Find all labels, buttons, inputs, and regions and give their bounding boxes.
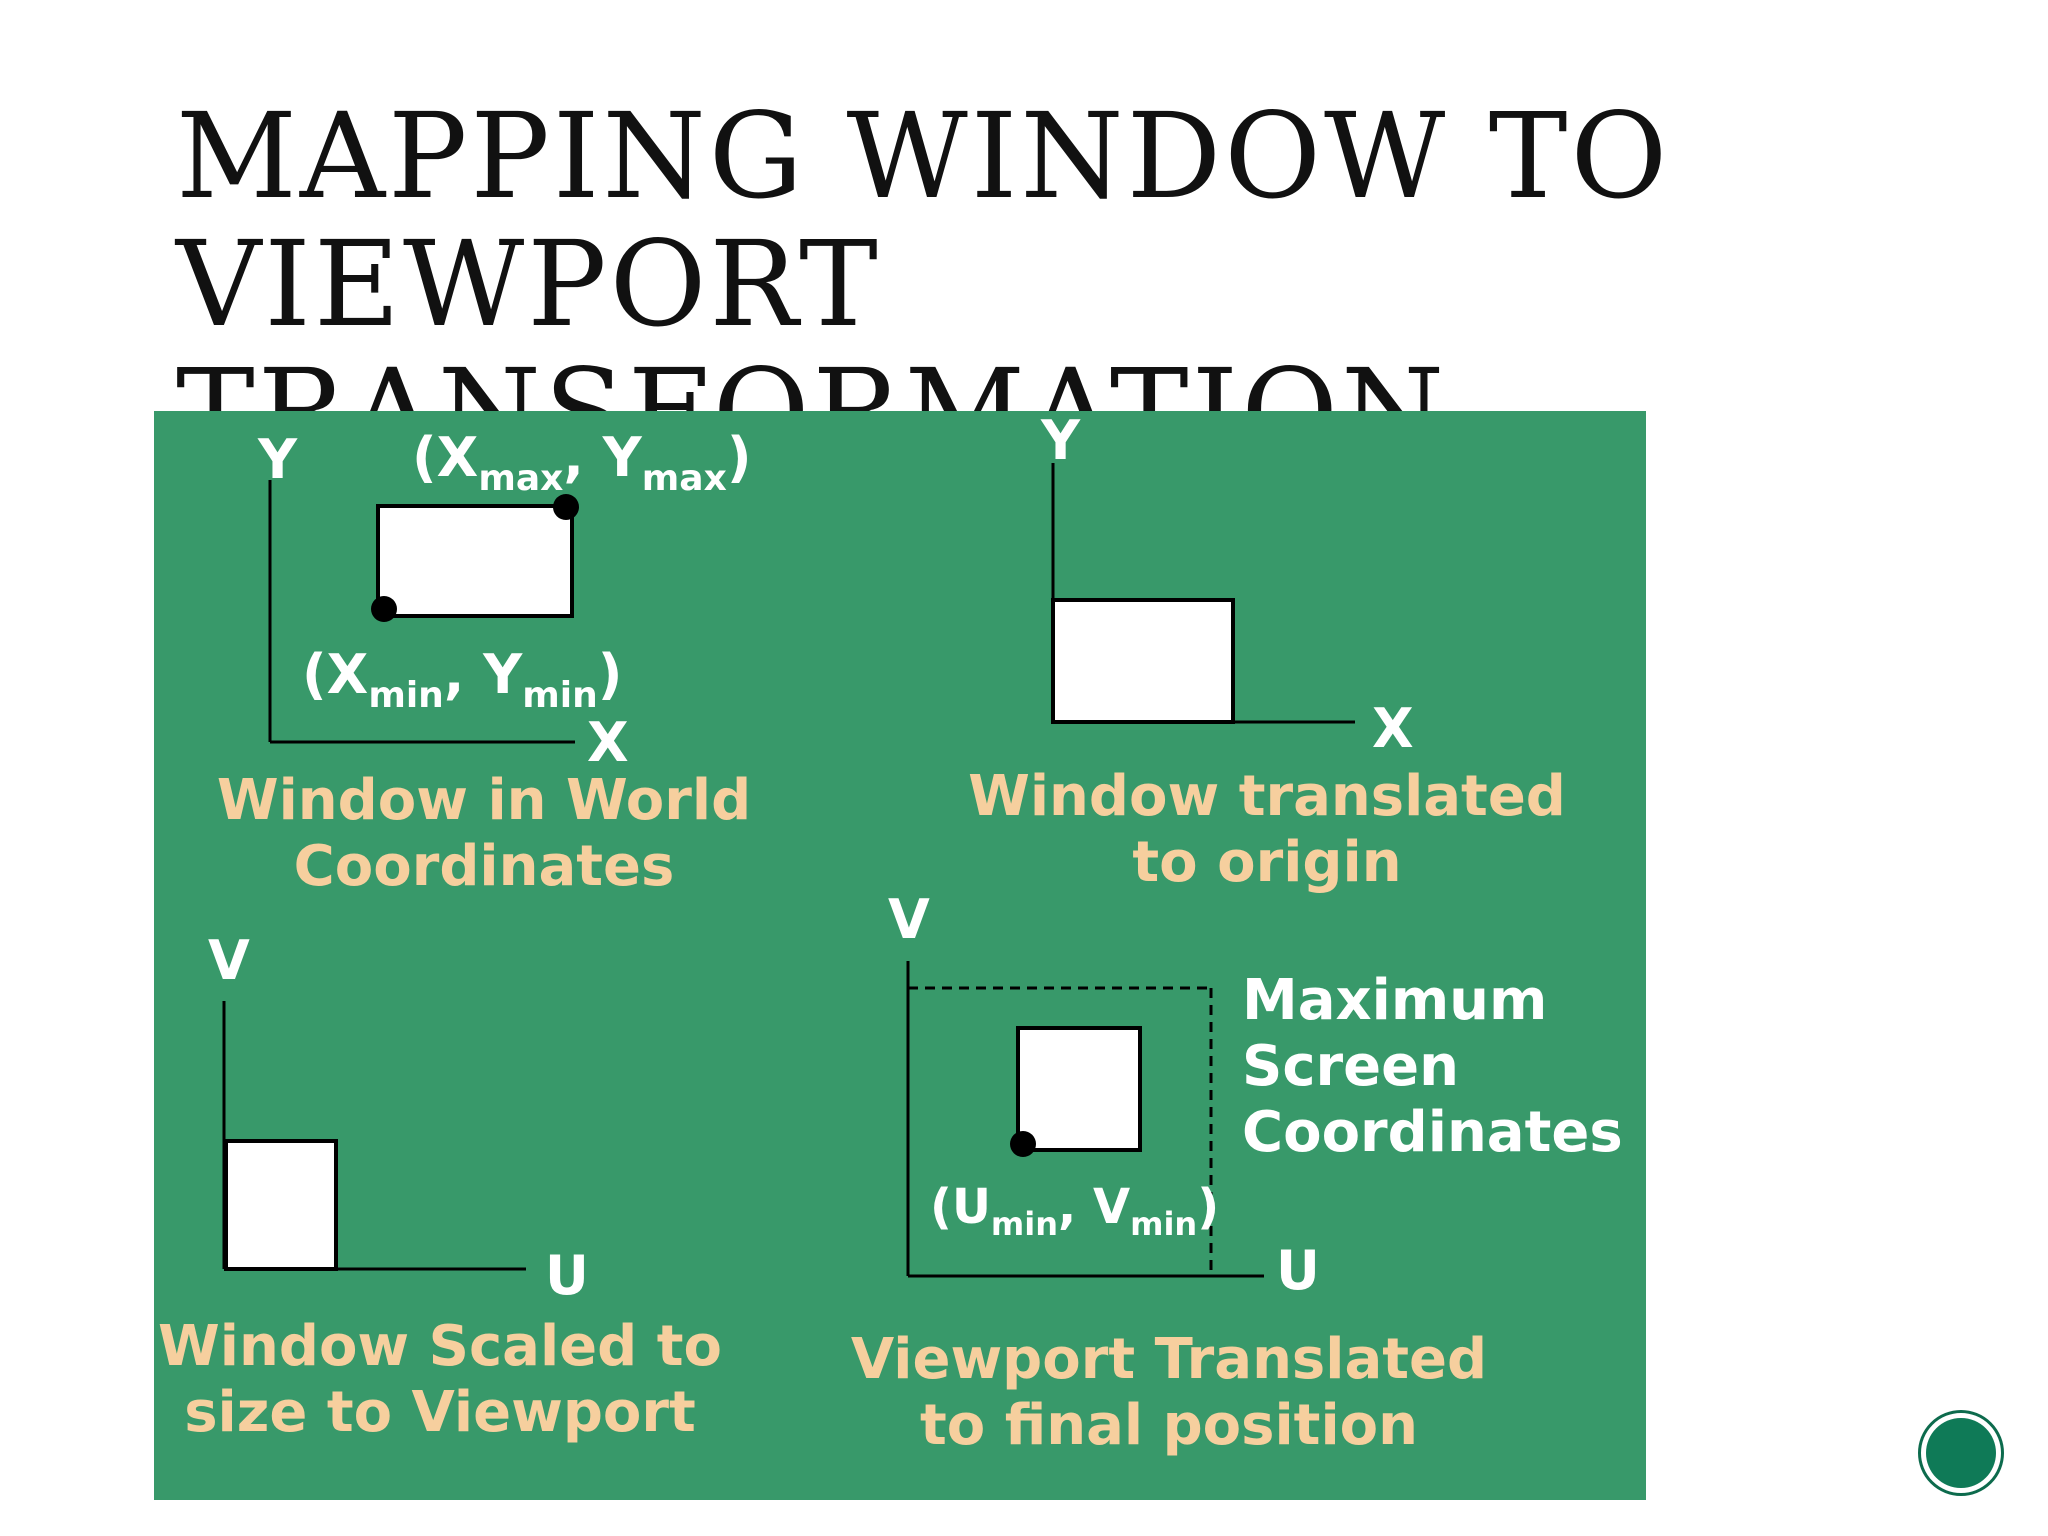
quadrant-window-origin: Y X Window translated to origin xyxy=(968,411,1566,895)
circle-button-icon[interactable] xyxy=(1918,1410,2004,1496)
min-corner-label: (Xmin, Ymin) xyxy=(302,643,622,716)
caption-window-scaled-2: size to Viewport xyxy=(184,1380,696,1445)
max-screen-label-1: Maximum xyxy=(1242,968,1547,1033)
quadrant-window-scaled: V U Window Scaled to size to Viewport xyxy=(158,929,722,1445)
caption-window-world-2: Coordinates xyxy=(294,834,675,899)
caption-window-origin-1: Window translated xyxy=(968,764,1566,829)
quadrant-window-world: Y X (Xmax, Ymax) (Xmin, Ymin) Window in … xyxy=(217,426,752,899)
caption-viewport-translated-1: Viewport Translated xyxy=(851,1327,1487,1392)
max-screen-label-3: Coordinates xyxy=(1242,1100,1623,1165)
scaled-window-rect xyxy=(224,1139,338,1271)
title-line-1: MAPPING WINDOW TO xyxy=(176,87,1671,225)
max-screen-label-2: Screen xyxy=(1242,1034,1459,1099)
v-axis-label: V xyxy=(888,888,930,951)
viewport-min-dot xyxy=(1010,1131,1036,1157)
x-axis-label: X xyxy=(1372,697,1414,760)
max-corner-dot xyxy=(553,494,579,520)
x-axis-label: X xyxy=(587,711,629,774)
title-line-2: VIEWPORT xyxy=(176,215,881,353)
diagram-svg: Y X (Xmax, Ymax) (Xmin, Ymin) Window in … xyxy=(158,411,1623,1458)
window-rect xyxy=(376,504,574,618)
u-axis-label: U xyxy=(1276,1239,1320,1302)
viewport-min-label: (Umin, Vmin) xyxy=(930,1179,1219,1243)
viewport-rect xyxy=(1016,1026,1142,1152)
y-axis-label: Y xyxy=(1040,411,1081,472)
u-axis-label: U xyxy=(545,1244,589,1307)
window-rect xyxy=(1051,598,1235,724)
caption-viewport-translated-2: to final position xyxy=(920,1393,1418,1458)
caption-window-scaled-1: Window Scaled to xyxy=(158,1314,722,1379)
y-axis-label: Y xyxy=(257,428,298,491)
v-axis-label: V xyxy=(208,929,250,992)
caption-window-world-1: Window in World xyxy=(217,768,751,833)
min-corner-dot xyxy=(371,596,397,622)
max-corner-label: (Xmax, Ymax) xyxy=(412,426,752,499)
circle-button-fill xyxy=(1926,1418,1996,1488)
diagram-panel: Y X (Xmax, Ymax) (Xmin, Ymin) Window in … xyxy=(154,411,1646,1500)
caption-window-origin-2: to origin xyxy=(1132,830,1401,895)
quadrant-viewport-translated: V U (Umin, Vmin) Maximum Screen Coordina… xyxy=(851,888,1623,1458)
